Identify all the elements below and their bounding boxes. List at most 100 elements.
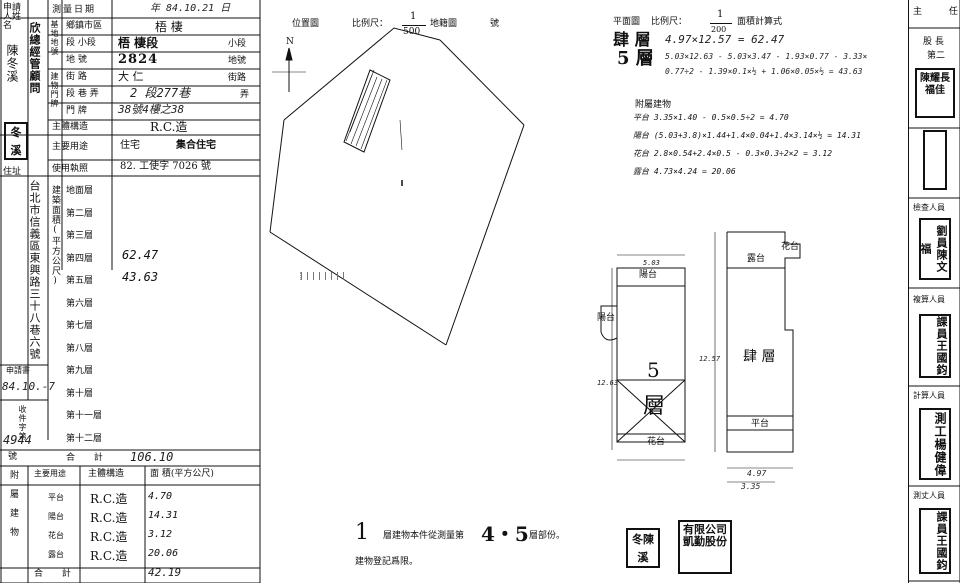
footer-stamp-company: 有限公司 凱勤股份 xyxy=(678,520,732,574)
site-plan-scale-bar xyxy=(402,25,426,26)
annex-calc-line: 陽台 (5.03+3.8)×1.44+1.4×0.04+1.4×3.14×½ =… xyxy=(633,131,861,140)
annex-use: 花台 xyxy=(48,531,64,540)
note-text: 層建物本件從測量第 xyxy=(383,531,465,541)
applicant-seal-text: 冬溪 xyxy=(10,126,22,157)
floor-plan-title: 平面圖 xyxy=(613,17,641,27)
surveyor-stamp: 課員王國鈞 xyxy=(919,508,951,574)
annex-calc-line: 花台 2.8×0.54+2.4×0.5 - 0.3×0.3÷2×2 = 3.12 xyxy=(633,149,833,158)
applicant-name: 陳冬溪 xyxy=(5,44,19,83)
compute-stamp-text: 測工楊健偉 xyxy=(933,411,947,477)
plan5-num: 5 xyxy=(647,358,660,382)
floor-area: 62.47 xyxy=(122,247,159,262)
row-lot-val: 2824 xyxy=(118,52,159,67)
floor-row: 第八層 xyxy=(66,337,256,360)
dim-503: 5.03 xyxy=(643,259,660,267)
receipt-no: 4944 xyxy=(3,433,32,447)
row-section-val: 梧 棲段 xyxy=(118,36,159,50)
checker-label: 檢查人員 xyxy=(913,203,945,212)
floor-area: 43.63 xyxy=(122,270,159,284)
row-town-label: 鄉鎮市區 xyxy=(66,21,103,31)
right-column-grid xyxy=(909,0,960,583)
annex-row: 花台 R.C.造 3.12 xyxy=(30,526,260,545)
site-plan-scale-num: 1 xyxy=(410,11,417,22)
floor-plan-drawing xyxy=(600,231,801,483)
plan5-balcony: 陽台 xyxy=(639,270,658,280)
floor-name: 第五層 xyxy=(66,276,94,286)
total-label: 合 計 xyxy=(66,453,111,463)
chief-stamp-text2: 福佳 xyxy=(925,85,945,96)
site-plan-drawing xyxy=(269,27,525,346)
footer: 1 層建物本件從測量第 4・5 層部份。 建物登記爲限。 xyxy=(355,520,595,580)
floor-row: 第三層 xyxy=(66,224,256,247)
annex-area: 3.12 xyxy=(148,529,173,540)
left-form-grid xyxy=(0,0,261,583)
site-plan-scale-den: 500 xyxy=(403,27,421,37)
site-plan-scale-label: 比例尺： xyxy=(352,19,389,29)
annex-struct: R.C.造 xyxy=(90,549,128,563)
calc-label: 複算人員 xyxy=(913,295,945,304)
surveyor-stamp-text: 課員王國鈞 xyxy=(935,511,948,571)
floor5-calc2: 0.77÷2 - 1.39×0.1×½ + 1.06×0.05×½ = 43.6… xyxy=(665,67,863,76)
annex-struct: R.C.造 xyxy=(90,492,128,506)
footer-stamp-name-text: 冬陳溪 xyxy=(632,533,654,564)
annex-use: 陽台 xyxy=(48,512,64,521)
applicant-seal: 冬溪 xyxy=(4,122,28,160)
floor4-label: 肆 層 xyxy=(613,30,651,49)
annex-use-label: 主要用途 xyxy=(34,469,66,478)
annex-struct: R.C.造 xyxy=(90,530,128,544)
annex-area-label: 面 積(平方公尺) xyxy=(150,469,214,479)
site-plan-lot-label: 地籍圖 xyxy=(430,19,458,29)
annex-area: 20.06 xyxy=(148,548,179,559)
annex-area: 14.31 xyxy=(148,510,179,521)
floor-plan-scale-bar xyxy=(710,23,732,24)
structure-val: R.C.造 xyxy=(150,120,188,134)
row-street-label: 街 路 xyxy=(66,72,87,82)
right-column: 主 任 股 長 第二 陳耀長 福佳 檢查人員 劉員陳文福 複算人員 課員王國鈞 … xyxy=(908,0,960,583)
apply-date-label: 申請書 xyxy=(6,366,30,375)
annex-calc-title: 附屬建物 xyxy=(635,100,672,110)
north-label: N xyxy=(286,37,294,47)
footer-stamp-company-text: 有限公司 凱勤股份 xyxy=(683,523,727,548)
use-val: 集合住宅 xyxy=(176,140,216,151)
annex-area: 4.70 xyxy=(148,491,173,502)
receipt-suffix: 號 xyxy=(8,452,18,462)
row-lot-suffix: 地號 xyxy=(228,56,247,66)
plan5-left-balcony: 陽台 xyxy=(597,313,616,323)
permit-val: 82. 工使字 7026 號 xyxy=(120,161,211,172)
annex-calc-line: 露台 4.73×4.24 = 20.06 xyxy=(633,167,736,176)
row-alley-label: 段 巷 弄 xyxy=(66,89,99,99)
receipt-label: 收件字第 xyxy=(18,405,27,441)
calc-stamp: 課員王國鈞 xyxy=(919,314,951,378)
left-form: 申請人姓名 欣總經管顧問 陳冬溪 冬溪 住址 台北市信義區東興路三十八巷六號 申… xyxy=(0,0,262,583)
site-plan-title: 位置圖 xyxy=(292,19,320,29)
plan4-platform: 平台 xyxy=(751,419,770,429)
floor-name: 第六層 xyxy=(66,298,94,309)
dim-1263: 12.63 xyxy=(597,379,619,387)
annex-total-label: 合 計 xyxy=(34,569,79,579)
note-line2: 建物登記爲限。 xyxy=(355,557,419,567)
plan4-width: 4.97 xyxy=(747,469,767,478)
row-section-label: 段 小段 xyxy=(66,38,96,48)
checker-stamp-text: 劉員陳文福 xyxy=(919,225,948,273)
calc-stamp-text: 課員王國鈞 xyxy=(935,316,948,376)
floor-name: 第九層 xyxy=(66,366,94,376)
floor-row: 第九層 xyxy=(66,359,256,382)
plan4-flower: 花台 xyxy=(781,242,800,252)
floor-row: 第十一層 xyxy=(66,404,256,427)
chief-label2: 第二 xyxy=(927,51,946,61)
footer-stamp-name: 冬陳溪 xyxy=(626,528,660,568)
floor-name: 第四層 xyxy=(66,253,94,264)
floor-plan-scale-den: 200 xyxy=(711,25,727,34)
floor-row: 第十二層 xyxy=(66,427,256,450)
annex-total: 42.19 xyxy=(148,566,182,579)
row-alley-val: 2 段277巷 xyxy=(130,86,191,100)
note-floors: 4・5 xyxy=(481,522,529,546)
row-no-val: 38號4樓之38 xyxy=(118,103,185,116)
floor-row: 地面層 xyxy=(66,179,256,202)
